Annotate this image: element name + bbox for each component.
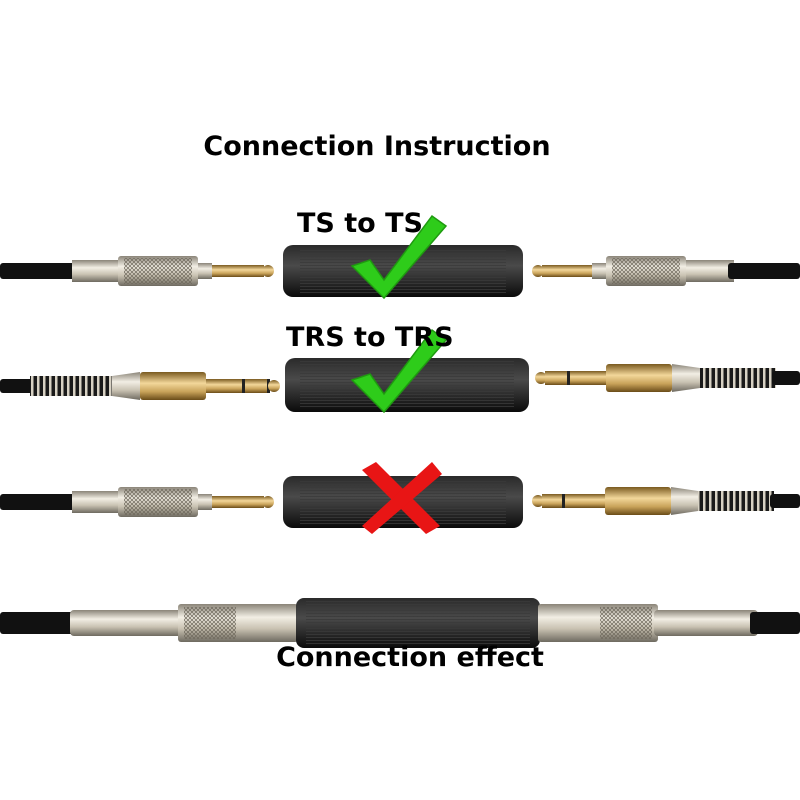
cross-icon (362, 462, 442, 534)
row-label-trs: TRS to TRS (286, 322, 454, 353)
right-trs-plug (532, 487, 698, 515)
right-ts-plug (532, 256, 734, 286)
connection-effect-label: Connection effect (276, 642, 544, 673)
left-cable (0, 263, 78, 279)
right-cable (772, 371, 800, 385)
row-label-ts: TS to TS (297, 208, 423, 239)
page-title: Connection Instruction (203, 131, 551, 162)
right-cable (728, 263, 800, 279)
check-icon (350, 214, 448, 300)
right-cable (750, 612, 800, 634)
left-cable (0, 612, 80, 634)
right-cable (770, 494, 800, 508)
right-spring (700, 368, 776, 388)
left-ts-plug (72, 487, 274, 517)
row-3-connection (0, 476, 800, 528)
right-trs-plug (535, 364, 700, 392)
left-spring (30, 376, 114, 396)
right-spring (698, 491, 774, 511)
left-trs-plug (112, 372, 280, 400)
left-cable (0, 494, 78, 510)
connected-assembly (0, 598, 800, 648)
check-icon (350, 328, 448, 414)
left-ts-plug (72, 256, 274, 286)
